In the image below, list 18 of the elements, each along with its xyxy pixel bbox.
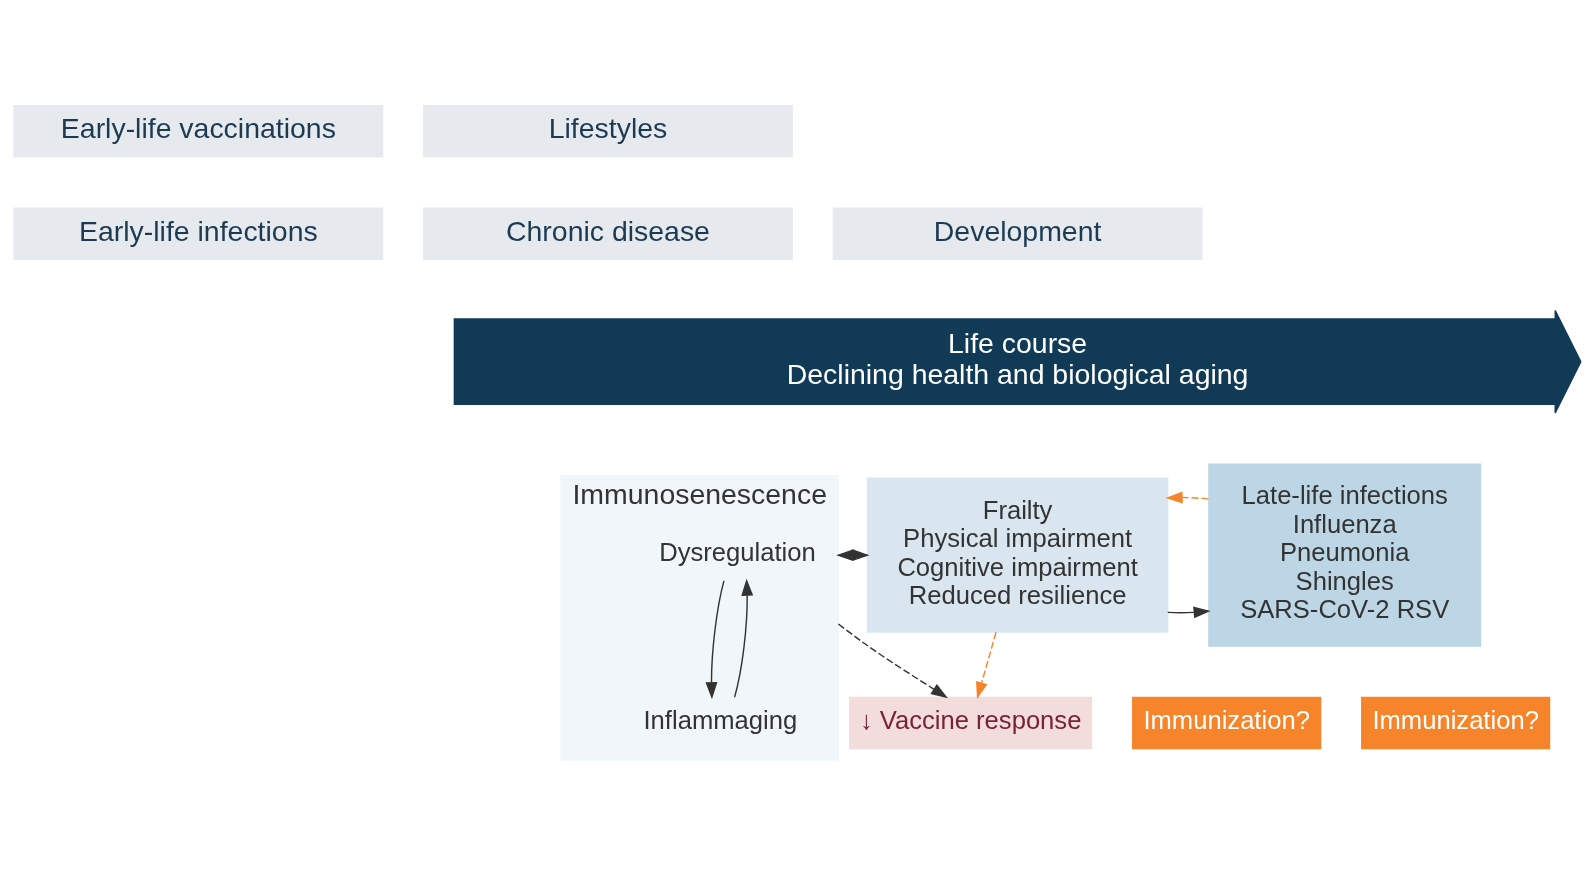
node-box: Development <box>832 207 1203 260</box>
node-box: ↓ Vaccine response <box>849 696 1093 750</box>
node-text: Dysregulation <box>659 538 816 567</box>
arrow <box>1167 606 1211 619</box>
arrow <box>837 623 948 699</box>
node-text: Inflammaging <box>643 706 798 735</box>
arrow <box>705 580 725 700</box>
arrow <box>975 631 997 700</box>
node-box: Immunization? <box>1132 696 1322 750</box>
node-box: Frailty Physical impairment Cognitive impairment Reduced resilience <box>866 477 1169 633</box>
node-box: Immunization? <box>1361 696 1551 750</box>
node-box: Chronic disease <box>423 207 793 260</box>
node-box: Lifestyles <box>423 105 793 158</box>
node-box: Late-life infections Influenza Pneumonia Shingles SARS-CoV-2 RSV <box>1208 463 1482 647</box>
arrow <box>733 578 754 698</box>
node-box: Early-life infections <box>13 207 384 260</box>
node-box: Early-life vaccinations <box>13 105 384 158</box>
arrow <box>1165 491 1210 504</box>
